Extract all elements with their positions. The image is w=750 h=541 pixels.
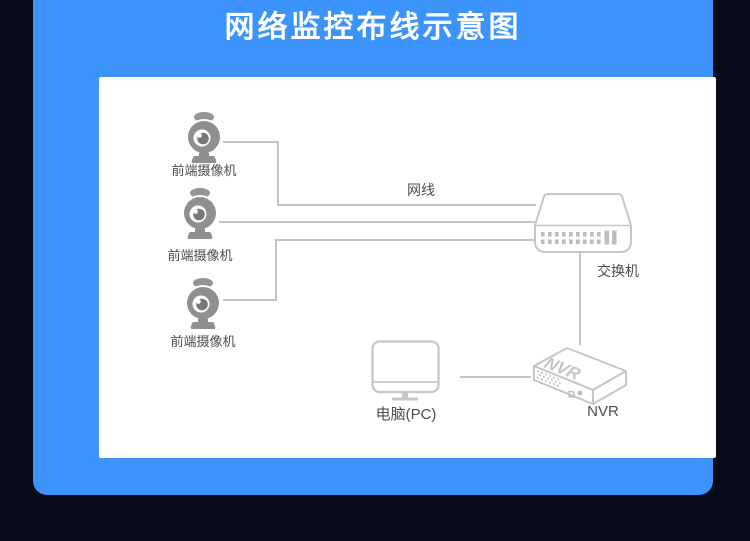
camera-label: 前端摄像机 bbox=[167, 248, 233, 263]
nvr-label: NVR bbox=[587, 403, 619, 420]
camera-icon bbox=[182, 188, 218, 239]
camera-icon bbox=[185, 278, 221, 329]
camera-icon bbox=[186, 112, 222, 163]
camera-label: 前端摄像机 bbox=[171, 163, 237, 178]
page-title: 网络监控布线示意图 bbox=[224, 11, 522, 44]
pc-to-nvr-line bbox=[460, 376, 531, 378]
switch-to-nvr-line bbox=[579, 252, 581, 345]
pc-label: 电脑(PC) bbox=[375, 406, 437, 423]
cable-line-cam1-seg3 bbox=[277, 204, 536, 206]
switch-label: 交换机 bbox=[597, 263, 639, 279]
nvr-icon: NVR bbox=[533, 347, 627, 405]
diagram-canvas: 前端摄像机 前端摄像机 bbox=[99, 77, 716, 458]
switch-icon bbox=[534, 193, 632, 253]
cable-line-cam1-seg1 bbox=[223, 141, 279, 143]
cable-line-cam2 bbox=[219, 221, 535, 223]
pc-monitor-icon bbox=[371, 340, 440, 401]
blue-background-card: 网络监控布线示意图 前端摄像机 bbox=[33, 0, 716, 495]
cable-line-cam1-seg2 bbox=[277, 141, 279, 206]
cable-label: 网线 bbox=[407, 182, 435, 198]
cable-line-cam3-seg3 bbox=[275, 239, 535, 241]
cable-line-cam3-seg1 bbox=[223, 299, 277, 301]
camera-label: 前端摄像机 bbox=[170, 334, 236, 349]
cable-line-cam3-seg2 bbox=[275, 239, 277, 301]
